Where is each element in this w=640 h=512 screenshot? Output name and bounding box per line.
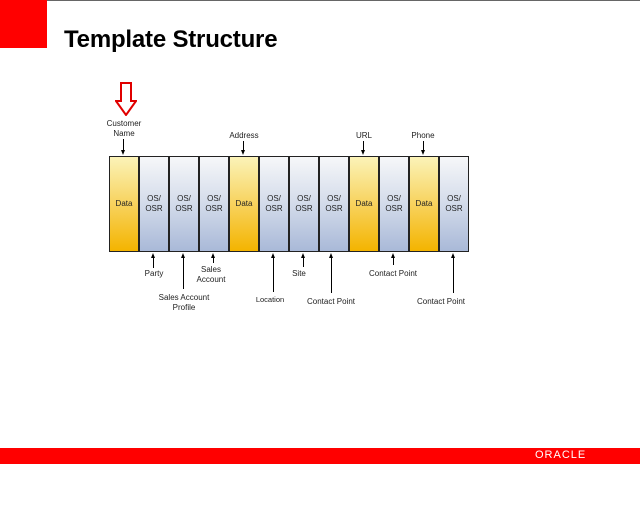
top-border [0,0,640,1]
os-osr-box: OS/ OSR [439,156,469,252]
footer-bar [0,448,640,464]
arrow-up-icon [451,253,455,258]
data-box: Data [409,156,439,252]
arrow-up-icon [211,253,215,258]
box-label: OS/ OSR [145,194,163,213]
arrow-down-icon [241,150,245,155]
arrow-up-icon [151,253,155,258]
box-label: OS/ OSR [295,194,313,213]
box-label: OS/ OSR [445,194,463,213]
oracle-logo: ORACLE [535,449,587,461]
arrow-down-icon [361,150,365,155]
box-label: OS/ OSR [205,194,223,213]
label-location: Location [255,295,285,304]
box-label: OS/ OSR [265,194,283,213]
os-osr-box: OS/ OSR [259,156,289,252]
arrow-line [123,139,124,151]
box-label: Data [415,199,433,208]
label-phone: Phone [411,131,435,140]
label-contact-point-1: Contact Point [306,297,356,306]
label-customer-name: Customer Name [106,119,142,138]
box-label: Data [355,199,373,208]
arrow-up-icon [301,253,305,258]
box-label: OS/ OSR [175,194,193,213]
arrow-line [363,141,364,151]
arrow-line [423,141,424,151]
box-label: Data [235,199,253,208]
arrow-line [453,257,454,293]
arrow-line [303,257,304,267]
label-address: Address [229,131,259,140]
arrow-up-icon [329,253,333,258]
arrow-up-icon [181,253,185,258]
os-osr-box: OS/ OSR [139,156,169,252]
os-osr-box: OS/ OSR [169,156,199,252]
label-sales-account-profile: Sales Account Profile [158,293,210,312]
box-label: Data [115,199,133,208]
arrow-line [273,257,274,292]
label-sales-account: Sales Account [196,265,226,284]
arrow-up-icon [391,253,395,258]
arrow-line [183,257,184,289]
brand-red-square [0,0,47,48]
page-title: Template Structure [64,26,278,53]
data-box: Data [109,156,139,252]
label-contact-point-2: Contact Point [368,269,418,278]
os-osr-box: OS/ OSR [199,156,229,252]
arrow-line [213,257,214,263]
arrow-down-icon [421,150,425,155]
os-osr-box: OS/ OSR [319,156,349,252]
data-box: Data [349,156,379,252]
arrow-up-icon [271,253,275,258]
red-down-arrow-icon [115,82,137,116]
arrow-line [393,257,394,265]
label-url: URL [355,131,372,140]
box-label: OS/ OSR [385,194,403,213]
os-osr-box: OS/ OSR [289,156,319,252]
os-osr-box: OS/ OSR [379,156,409,252]
arrow-down-icon [121,150,125,155]
label-site: Site [292,269,306,278]
arrow-line [331,257,332,293]
label-contact-point-3: Contact Point [416,297,466,306]
arrow-line [243,141,244,151]
arrow-line [153,257,154,268]
data-box: Data [229,156,259,252]
label-party: Party [144,269,164,278]
box-label: OS/ OSR [325,194,343,213]
